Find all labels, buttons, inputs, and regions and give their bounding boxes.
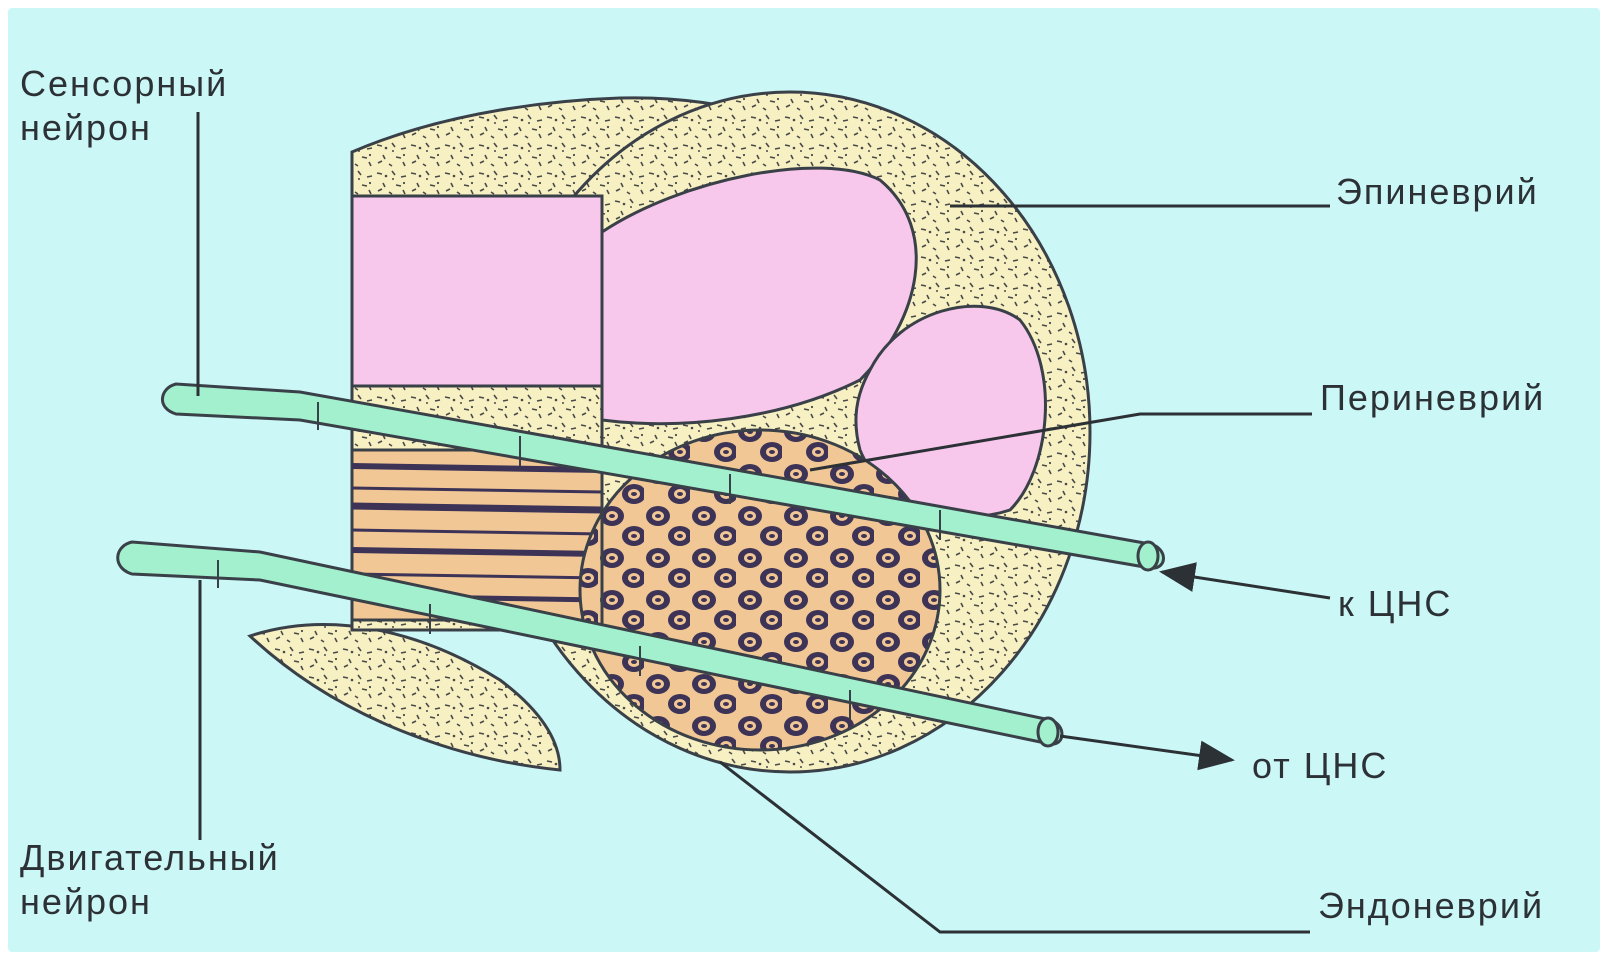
sensory-neuron-label-line1: Сенсорный <box>20 62 228 106</box>
motor-neuron-label-line1: Двигательный <box>20 836 280 880</box>
sensory-neuron-label-line2: нейрон <box>20 106 228 150</box>
from-cns-label: от ЦНС <box>1252 744 1388 788</box>
cut-face-pink-fascicle <box>352 196 602 386</box>
sensory-neuron-label: Сенсорный нейрон <box>20 62 228 150</box>
to-cns-label: к ЦНС <box>1338 582 1452 626</box>
epineurium-label: Эпиневрий <box>1336 170 1539 214</box>
perineurium-label: Периневрий <box>1320 376 1545 420</box>
motor-neuron-label: Двигательный нейрон <box>20 836 280 924</box>
endoneurium-label: Эндоневрий <box>1318 884 1544 928</box>
motor-neuron-label-line2: нейрон <box>20 880 280 924</box>
